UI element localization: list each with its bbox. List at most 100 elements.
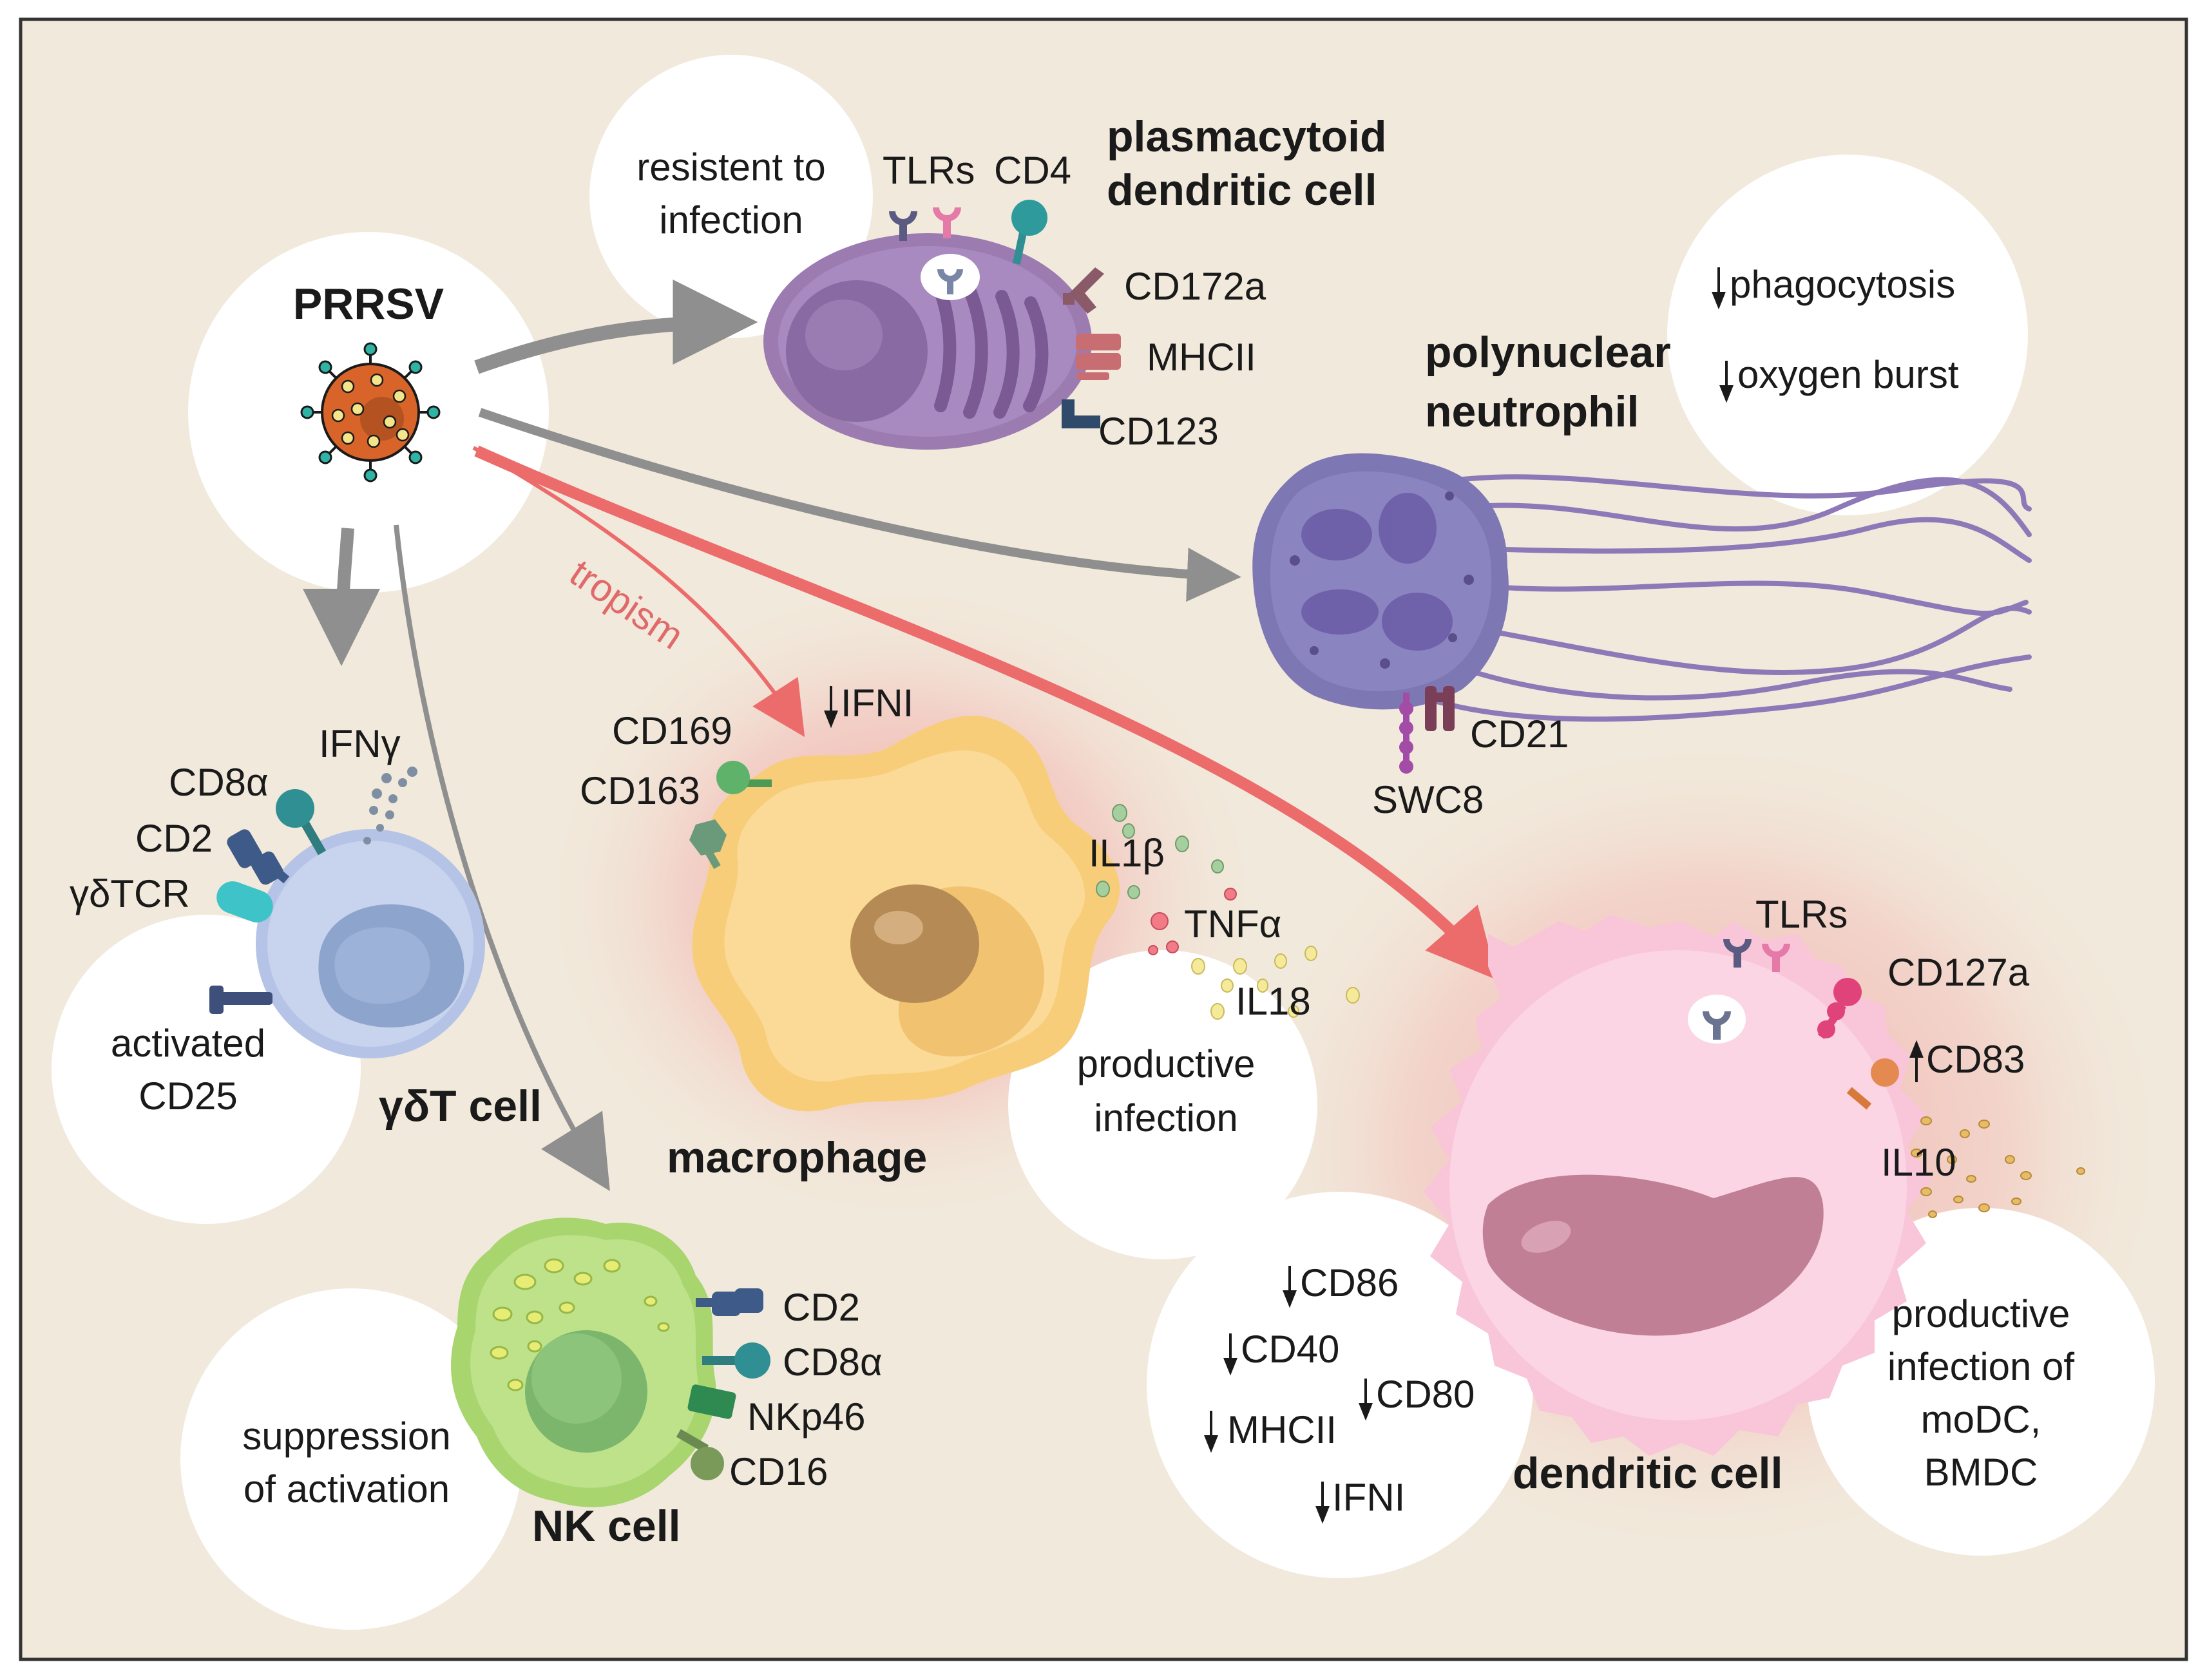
- macrophage-cd163-receptor-icon: [689, 819, 727, 869]
- down-arrow-icon: [1204, 1411, 1218, 1453]
- neutrophil-note-line1: phagocytosis: [1730, 263, 1955, 306]
- pdc-cell: [763, 233, 1092, 450]
- pdc-mhcii-receptor-icon: [1076, 334, 1121, 380]
- dc-right-note-line4: BMDC: [1924, 1451, 2038, 1494]
- macrophage-cd169-receptor-icon: [716, 761, 772, 794]
- nk-marker-nkp46: NKp46: [747, 1395, 865, 1438]
- neutrophil-marker-swc8: SWC8: [1372, 778, 1484, 821]
- dc-cd83-receptor-icon: [1846, 1058, 1899, 1110]
- macrophage-note-line1: productive: [1077, 1042, 1256, 1085]
- prrsv-virus-icon: [300, 342, 441, 482]
- gdt-tcr-receptor-icon: [216, 881, 273, 922]
- down-arrow-icon: [1223, 1333, 1237, 1376]
- neutrophil-title-line1: polynuclear: [1425, 328, 1671, 377]
- macrophage-ifni-label: IFNI: [841, 682, 913, 725]
- dc-right-note-line1: productive: [1892, 1292, 2070, 1335]
- dc-marker-tlrs: TLRs: [1755, 893, 1848, 936]
- pdc-cd123-receptor-icon: [1062, 399, 1100, 428]
- gdt-note-line1: activated: [111, 1022, 265, 1065]
- dc-down-ifni: IFNI: [1332, 1476, 1405, 1519]
- pdc-marker-cd172a: CD172a: [1124, 265, 1266, 308]
- nk-cd16-receptor-icon: [676, 1429, 724, 1480]
- arrow-to-dendritic-cell: [474, 445, 1498, 980]
- gdt-note-line2: CD25: [139, 1074, 237, 1118]
- macrophage-note-line2: infection: [1094, 1096, 1237, 1140]
- dc-il10-label: IL10: [1881, 1141, 1956, 1184]
- dc-down-mhcii: MHCII: [1227, 1408, 1337, 1451]
- pdc-marker-tlrs: TLRs: [883, 149, 975, 192]
- dc-title: dendritic cell: [1513, 1449, 1782, 1498]
- down-arrow-icon: [824, 686, 838, 729]
- gdt-cell: [256, 829, 485, 1058]
- dc-left-note-circle: [1147, 1192, 1533, 1578]
- arrows: [303, 280, 1498, 1191]
- dc-down-cd40: CD40: [1241, 1328, 1339, 1371]
- macrophage-il18-label: IL18: [1236, 980, 1311, 1023]
- neutrophil-nets: [1402, 474, 2032, 722]
- gdt-title: γδT cell: [379, 1082, 542, 1131]
- pdc-marker-mhcii: MHCII: [1147, 336, 1256, 379]
- arrow-to-macrophage: [472, 446, 805, 738]
- pdc-title-line2: dendritic cell: [1107, 166, 1377, 215]
- dc-right-note-line2: infection of: [1887, 1345, 2075, 1388]
- gdt-ifng-dots: [363, 767, 417, 845]
- macrophage-il1b-label: IL1β: [1089, 832, 1165, 875]
- nk-note-circle: [180, 1288, 522, 1630]
- arrow-to-neutrophil: [478, 408, 1241, 602]
- dc-marker-cd127a: CD127a: [1887, 951, 2030, 994]
- prrsv-title: PRRSV: [293, 280, 444, 329]
- macrophage-note-circle: [1008, 950, 1317, 1259]
- neutrophil-marker-cd21: CD21: [1470, 712, 1569, 756]
- neutrophil-cd21-receptor-icon: [1425, 686, 1455, 731]
- neutrophil-note-line2: oxygen burst: [1737, 353, 1959, 396]
- dendritic-cell: [1424, 915, 1933, 1456]
- macrophage-marker-cd163: CD163: [580, 769, 700, 812]
- arrow-to-pdc: [474, 280, 758, 374]
- nk-cell: [451, 1217, 716, 1507]
- nk-note-line2: of activation: [244, 1467, 450, 1511]
- down-arrow-icon: [1283, 1266, 1297, 1308]
- nk-marker-cd2: CD2: [783, 1286, 860, 1329]
- dc-endosomal-tlr-icon: [1703, 1011, 1731, 1040]
- neutrophil-note-circle: [1667, 155, 2028, 515]
- pdc-tlr-icons: [889, 207, 961, 241]
- pdc-marker-cd123: CD123: [1098, 410, 1219, 453]
- dc-tlr-icons: [1723, 939, 1790, 972]
- pdc-endosomal-tlr-icon: [937, 269, 963, 294]
- up-arrow-icon: [1909, 1040, 1924, 1082]
- pdc-cd172a-receptor-icon: [1063, 267, 1104, 314]
- dc-cd127a-receptor-icon: [1817, 978, 1862, 1040]
- dc-left-note: CD86 CD40 CD80 MHCII IFNI: [1204, 1261, 1475, 1524]
- dc-marker-cd83: CD83: [1926, 1038, 2025, 1081]
- down-arrow-icon: [1359, 1379, 1373, 1421]
- pdc-marker-cd4: CD4: [994, 149, 1071, 192]
- nk-cd8a-receptor-icon: [702, 1342, 770, 1379]
- dc-down-cd80: CD80: [1376, 1373, 1475, 1416]
- pdc-note-circle: [589, 55, 873, 338]
- nk-cd2-receptor-icon: [696, 1288, 763, 1316]
- pdc-note-line2: infection: [659, 198, 803, 242]
- pdc-note-line1: resistent to: [636, 146, 825, 189]
- arrow-to-nk: [394, 524, 610, 1191]
- gdt-marker-cd2: CD2: [135, 817, 213, 860]
- gdt-ifng-label: IFNγ: [319, 722, 401, 765]
- gdt-cd8a-receptor-icon: [276, 789, 327, 855]
- nk-marker-cd16: CD16: [729, 1450, 828, 1493]
- down-arrow-icon: [1315, 1482, 1330, 1524]
- nk-marker-cd8a: CD8α: [783, 1341, 883, 1384]
- gdt-marker-gdtcr: γδTCR: [70, 872, 190, 915]
- gdt-cd25-receptor-icon: [209, 986, 272, 1014]
- macrophage-cytokine-dots: [1096, 804, 1360, 1020]
- macrophage-tnfa-label: TNFα: [1184, 902, 1281, 946]
- neutrophil-swc8-receptor-icon: [1399, 692, 1413, 774]
- dc-down-cd86: CD86: [1300, 1261, 1399, 1304]
- nk-note-line1: suppression: [242, 1415, 451, 1458]
- pdc-cd4-receptor-icon: [1011, 200, 1047, 265]
- macrophage-title: macrophage: [667, 1133, 927, 1182]
- down-arrow-icon: [1712, 267, 1726, 310]
- arrow-to-gdt: [303, 528, 381, 666]
- neutrophil-cell: [1252, 453, 1509, 710]
- dc-il10-dots: [1911, 1116, 2085, 1218]
- neutrophil-title-line2: neutrophil: [1425, 387, 1639, 436]
